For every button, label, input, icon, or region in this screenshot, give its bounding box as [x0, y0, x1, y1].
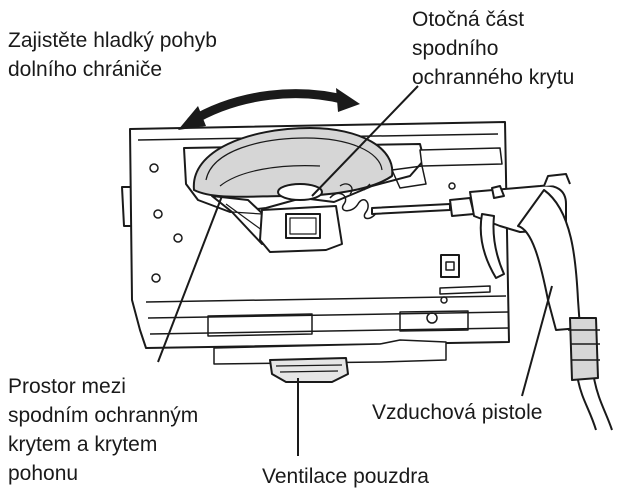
label-rotating-part-line-3: ochranného krytu	[412, 63, 574, 92]
label-rotating-part-line-2: spodního	[412, 34, 574, 63]
label-gap-space-line-1: Prostor mezi	[8, 372, 198, 401]
label-gap-space-line-2: spodním ochranným	[8, 401, 198, 430]
label-air-gun: Vzduchová pistole	[372, 398, 542, 427]
label-rotating-part-line-1: Otočná část	[412, 5, 574, 34]
label-rotating-part: Otočná část spodního ochranného krytu	[412, 5, 574, 92]
plate-square-knob	[441, 255, 459, 277]
air-hose	[578, 380, 596, 430]
label-housing-vent-text: Ventilace pouzdra	[262, 462, 429, 491]
label-housing-vent: Ventilace pouzdra	[262, 462, 429, 491]
label-smooth-guard: Zajistěte hladký pohyb dolního chrániče	[8, 26, 217, 84]
label-smooth-guard-line-1: Zajistěte hladký pohyb	[8, 26, 217, 55]
label-gap-space-line-3: krytem a krytem	[8, 430, 198, 459]
leader-air-gun	[522, 286, 552, 396]
label-gap-space-line-4: pohonu	[8, 459, 198, 488]
label-gap-space: Prostor mezi spodním ochranným krytem a …	[8, 372, 198, 488]
double-headed-arrow	[178, 88, 360, 130]
label-air-gun-text: Vzduchová pistole	[372, 398, 542, 427]
circular-saw-illustration	[122, 122, 509, 382]
label-smooth-guard-line-2: dolního chrániče	[8, 55, 217, 84]
housing-vent	[270, 358, 348, 382]
